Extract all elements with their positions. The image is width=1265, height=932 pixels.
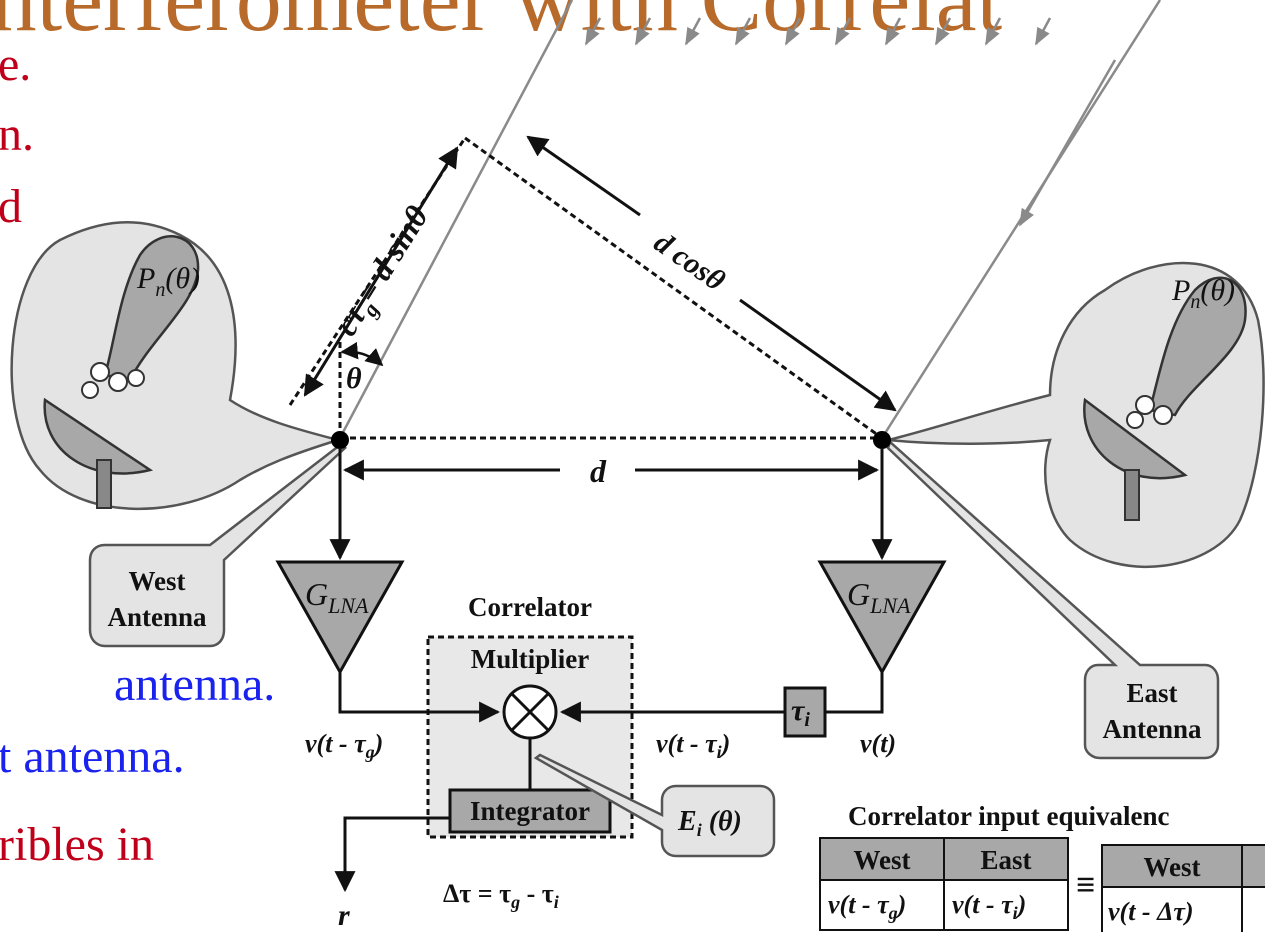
- equiv-right-value-west: v(t - Δτ): [1108, 897, 1194, 926]
- slide-blue-line-1: antenna.: [114, 658, 275, 711]
- multiplier-icon: [502, 684, 558, 740]
- west-antenna-callout: [88, 443, 348, 648]
- integrator-box: [448, 788, 612, 834]
- instrumental-delay-label: τi: [791, 694, 810, 731]
- equiv-left-header-west: West: [854, 845, 911, 875]
- incoming-rays: [338, 0, 1162, 439]
- efield-label: Ei (θ): [677, 806, 742, 840]
- east-antenna-label-1: East: [1126, 678, 1177, 708]
- equiv-left-value-east: v(t - τi): [952, 890, 1026, 923]
- equiv-right-header-west: West: [1144, 852, 1201, 882]
- dcos-label: d cosθ: [648, 226, 731, 298]
- equivalence-left-table: [819, 837, 1069, 931]
- west-lna-label: GLNA: [305, 576, 369, 618]
- equiv-left-value-west: v(t - τg): [828, 890, 906, 923]
- delta-tau-label: Δτ = τg - τi: [443, 879, 559, 912]
- slide-red-line-1: e.: [0, 38, 31, 91]
- east-antenna-balloon: [887, 261, 1265, 569]
- east-to-delay: [825, 672, 884, 714]
- east-lna-label: GLNA: [847, 576, 911, 618]
- slide-red-line-3: d: [0, 180, 22, 233]
- equiv-symbol: ≡: [1076, 867, 1095, 904]
- west-antenna-label-1: West: [129, 566, 186, 596]
- west-antenna-label-2: Antenna: [107, 602, 207, 632]
- east-antenna-label-2: Antenna: [1102, 714, 1202, 744]
- theta-label: θ: [346, 362, 362, 395]
- east-pattern-label: Pn(θ): [1171, 274, 1235, 313]
- west-lna: [275, 560, 405, 676]
- slide-red-line-2: n.: [0, 108, 34, 161]
- east-delayed-signal-label: v(t - τi): [656, 729, 730, 762]
- west-to-multiplier: [338, 672, 501, 723]
- ctau-arrow: [303, 146, 459, 397]
- output-wire: [334, 816, 450, 893]
- correlator-title: Correlator: [468, 592, 592, 622]
- equivalence-title: Correlator input equivalenc: [848, 801, 1170, 831]
- slide-blue-line-2: t antenna.: [0, 730, 185, 783]
- dcos-arrow-upper: [526, 135, 641, 217]
- slide-red-bottom-1: ribles in: [0, 818, 154, 871]
- west-antenna-balloon: [10, 221, 343, 510]
- east-lna: [817, 560, 947, 676]
- ctau-label: cτg= d sinθ: [327, 199, 440, 345]
- east-antenna-callout: [886, 439, 1220, 760]
- multiplier-label: Multiplier: [471, 644, 589, 674]
- output-label: r: [338, 899, 350, 932]
- west-antenna-node: [331, 431, 349, 449]
- east-signal-label: v(t): [860, 729, 896, 758]
- instrumental-delay-box: [783, 686, 827, 738]
- west-signal-label: v(t - τg): [305, 729, 383, 762]
- equiv-left-header-east: East: [980, 845, 1031, 875]
- west-pattern-label: Pn(θ): [136, 262, 200, 301]
- dcos-arrow-lower: [739, 298, 897, 412]
- slide-title: Interferometer with Correlat: [0, 0, 1003, 50]
- baseline-label: d: [590, 453, 607, 489]
- theta-arc: [340, 341, 384, 367]
- equivalence-right-table: [1101, 844, 1265, 932]
- east-antenna-node: [873, 431, 891, 449]
- integrator-label: Integrator: [470, 796, 590, 826]
- efield-callout: [533, 753, 776, 858]
